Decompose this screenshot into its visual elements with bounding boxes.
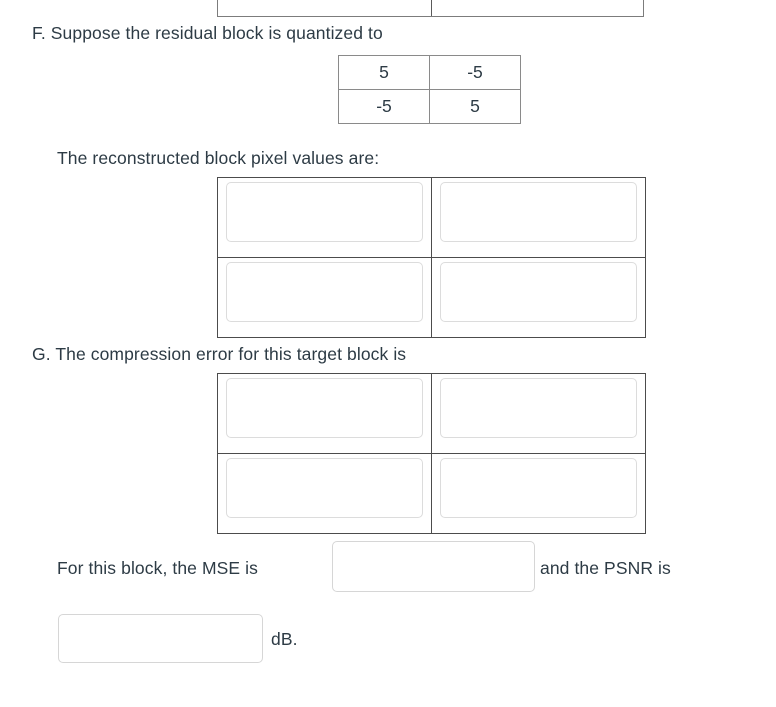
error-input-r0c0[interactable]	[226, 378, 423, 438]
quantized-cell-r1c0: -5	[338, 89, 430, 124]
error-cell-r0c0	[217, 373, 432, 454]
part-f-label: F. Suppose the residual block is quantiz…	[32, 23, 383, 43]
quantized-cell-r0c0: 5	[338, 55, 430, 90]
reconstructed-cell-r1c0	[217, 257, 432, 338]
mse-prefix-text: For this block, the MSE is	[57, 558, 258, 578]
quantized-residual-block-table: 5 -5 -5 5	[338, 55, 521, 124]
table-column-divider	[431, 0, 432, 16]
table-row	[217, 177, 646, 258]
quantized-cell-r1c1: 5	[429, 89, 521, 124]
quantized-cell-r0c1: -5	[429, 55, 521, 90]
recon-input-r0c1[interactable]	[440, 182, 637, 242]
table-row: 5 -5	[338, 55, 521, 90]
compression-error-block-table	[217, 373, 646, 534]
part-g-label: G. The compression error for this target…	[32, 344, 407, 364]
error-cell-r1c1	[431, 453, 646, 534]
mse-input[interactable]	[332, 541, 535, 592]
psnr-prefix-text: and the PSNR is	[540, 558, 671, 578]
psnr-input[interactable]	[58, 614, 263, 663]
error-input-r1c1[interactable]	[440, 458, 637, 518]
previous-block-table-cutoff	[217, 0, 644, 17]
psnr-unit-label: dB.	[271, 629, 298, 649]
reconstructed-cell-r0c0	[217, 177, 432, 258]
reconstructed-block-table	[217, 177, 646, 338]
recon-input-r1c0[interactable]	[226, 262, 423, 322]
reconstructed-cell-r1c1	[431, 257, 646, 338]
recon-input-r1c1[interactable]	[440, 262, 637, 322]
reconstructed-block-prompt: The reconstructed block pixel values are…	[57, 148, 380, 168]
table-row	[217, 453, 646, 534]
table-row: -5 5	[338, 89, 521, 124]
error-input-r0c1[interactable]	[440, 378, 637, 438]
error-input-r1c0[interactable]	[226, 458, 423, 518]
table-row	[217, 373, 646, 454]
reconstructed-cell-r0c1	[431, 177, 646, 258]
table-row	[217, 257, 646, 338]
error-cell-r0c1	[431, 373, 646, 454]
error-cell-r1c0	[217, 453, 432, 534]
recon-input-r0c0[interactable]	[226, 182, 423, 242]
